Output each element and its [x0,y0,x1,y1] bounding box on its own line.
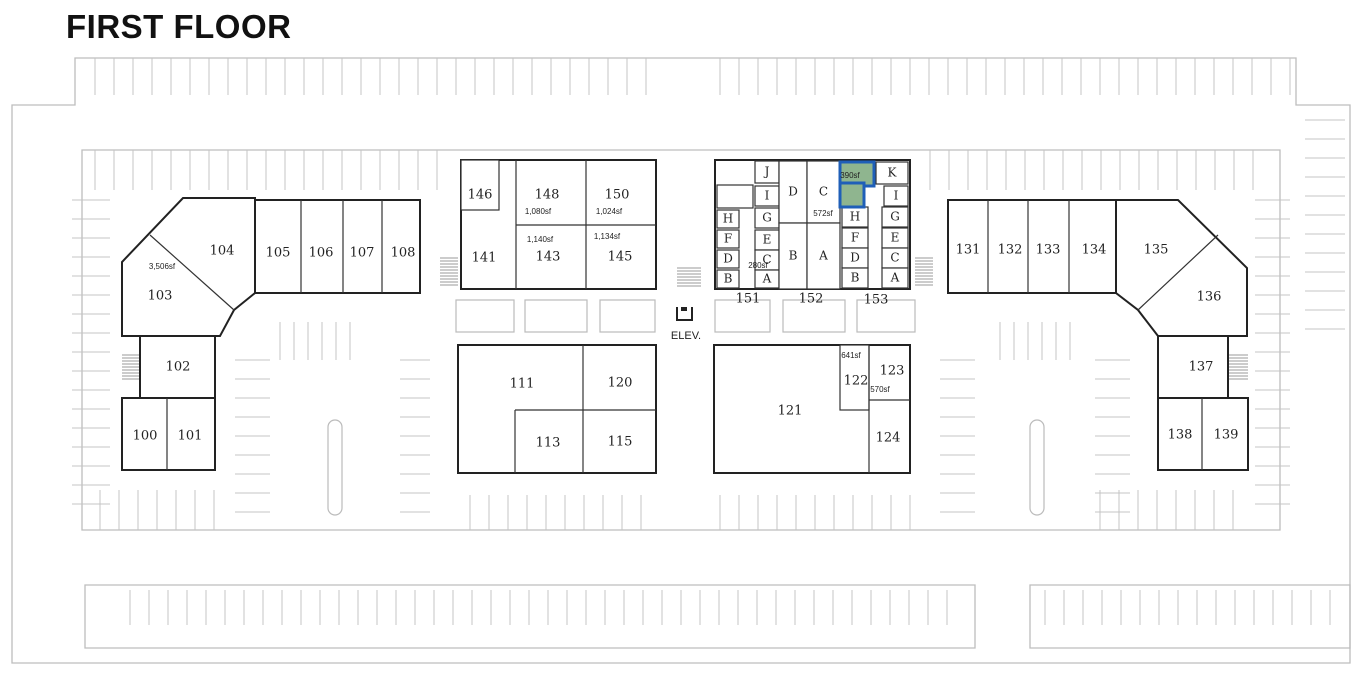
suite-153-a-11[interactable] [881,267,909,289]
suite-151-j-label: J [763,165,770,179]
suite-153-g-5-label: G [890,210,900,224]
unit-134-label[interactable]: 134 [1082,243,1107,258]
parking-lot [11,57,1351,664]
unit-131-label[interactable]: 131 [956,243,981,258]
unit-120-label[interactable]: 120 [608,376,633,391]
unit-105-label[interactable]: 105 [266,246,291,261]
stairs [122,257,1248,380]
suite-153-g-5[interactable] [881,206,909,228]
suite-153-b-10[interactable] [841,267,869,289]
suite-152-a[interactable] [806,222,841,290]
unit-145-label[interactable]: 145 [608,250,633,265]
unit-151-label[interactable]: 151 [736,292,761,307]
unit-101-label[interactable]: 101 [178,429,203,444]
unit-136-label[interactable]: 136 [1197,290,1222,305]
unit-146-label[interactable]: 146 [468,188,493,203]
suite-152-a-label: A [818,249,828,263]
unit-145-area: 1,134sf [594,232,621,241]
unit-153-label[interactable]: 153 [864,293,889,308]
unit-122-area: 641sf [841,351,861,360]
suite-151-b-label: B [724,272,733,286]
unit-107-label[interactable]: 107 [350,246,375,261]
building-left [121,197,421,471]
unit-106-label[interactable]: 106 [309,246,334,261]
suite-153-c-9-label: C [890,251,899,265]
suite-151-c-label: C [762,253,771,267]
unit-151c-area: 280sf [748,261,768,270]
landscape-islands [455,299,916,333]
suite-152-b[interactable] [778,222,808,290]
unit-labels: 100 101 102 103 3,506sf 104 105 106 107 … [133,171,1239,450]
suite-152-c[interactable] [806,160,841,224]
building-right [947,199,1249,471]
suite-153-f-6-label: F [851,231,859,245]
unit-123-area: 570sf [870,385,890,394]
suite-153-a-11-label: A [890,271,900,285]
unit-143-label[interactable]: 143 [536,250,561,265]
unit-141-label[interactable]: 141 [472,251,497,266]
unit-111-label[interactable]: 111 [510,377,535,392]
parking-stalls [72,58,1345,625]
unit-148-label[interactable]: 148 [535,188,560,203]
suite-153-k-1[interactable] [875,161,909,185]
unit-113-label[interactable]: 113 [536,436,561,451]
elevator-label: ELEV. [671,330,701,342]
suite-153-i-3[interactable] [883,185,909,207]
unit-124-label[interactable]: 124 [876,431,901,446]
suite-152-c-label: C [819,185,828,199]
unit-122-label[interactable]: 122 [844,374,869,389]
building-center-south-right [713,344,911,474]
suite-151-g-label: G [762,211,772,225]
suite-152-d-label: D [788,185,798,199]
suite-151-f[interactable] [716,229,740,249]
unit-152c-area: 572sf [813,209,833,218]
unit-153j-area: 390sf [840,171,860,180]
unit-103-area: 3,506sf [149,262,176,271]
unit-135-label[interactable]: 135 [1144,243,1169,258]
unit-100-label[interactable]: 100 [133,429,158,444]
suite-153-d-8-label: D [850,251,860,265]
unit-132-label[interactable]: 132 [998,243,1023,258]
elevator-icon [676,307,693,321]
building-center-north-left [460,159,657,290]
unit-138-label[interactable]: 138 [1168,428,1193,443]
suite-151-e-label: E [763,233,772,247]
suite-151-a-label: A [762,272,772,286]
unit-150-label[interactable]: 150 [605,188,630,203]
suite-151-d[interactable] [716,249,740,269]
suite-152-b-label: B [789,249,798,263]
unit-115-label[interactable]: 115 [608,435,633,450]
unit-123-label[interactable]: 123 [880,364,905,379]
unit-133-label[interactable]: 133 [1036,243,1061,258]
suite-153-h-4-label: H [850,210,860,224]
unit-137-label[interactable]: 137 [1189,360,1214,375]
unit-102-label[interactable]: 102 [166,360,191,375]
unit-104-label[interactable]: 104 [210,244,235,259]
suite-153-b-10-label: B [851,271,860,285]
building-center-south-left [457,344,657,474]
suite-151-b[interactable] [716,269,740,289]
unit-150-area: 1,024sf [596,207,623,216]
unit-139-label[interactable]: 139 [1214,428,1239,443]
suite-151-d-label: D [723,252,733,266]
unit-148-area: 1,080sf [525,207,552,216]
unit-103-label[interactable]: 103 [148,289,173,304]
suite-151-f-label: F [724,232,732,246]
suite-153-k-1-label: K [888,166,898,180]
floor-title: FIRST FLOOR [66,8,292,45]
suite-151-i-label: I [765,189,770,203]
unit-121-label[interactable]: 121 [778,404,803,419]
suite-151-h[interactable] [716,209,740,229]
suite-153-i-3-label: I [894,189,899,203]
suite-153-j-highlight[interactable] [838,181,866,209]
suite-153-e-7-label: E [891,231,900,245]
unit-143-area: 1,140sf [527,235,554,244]
suite-151-h-label: H [723,212,733,226]
unit-108-label[interactable]: 108 [391,246,416,261]
unit-152-label[interactable]: 152 [799,292,824,307]
